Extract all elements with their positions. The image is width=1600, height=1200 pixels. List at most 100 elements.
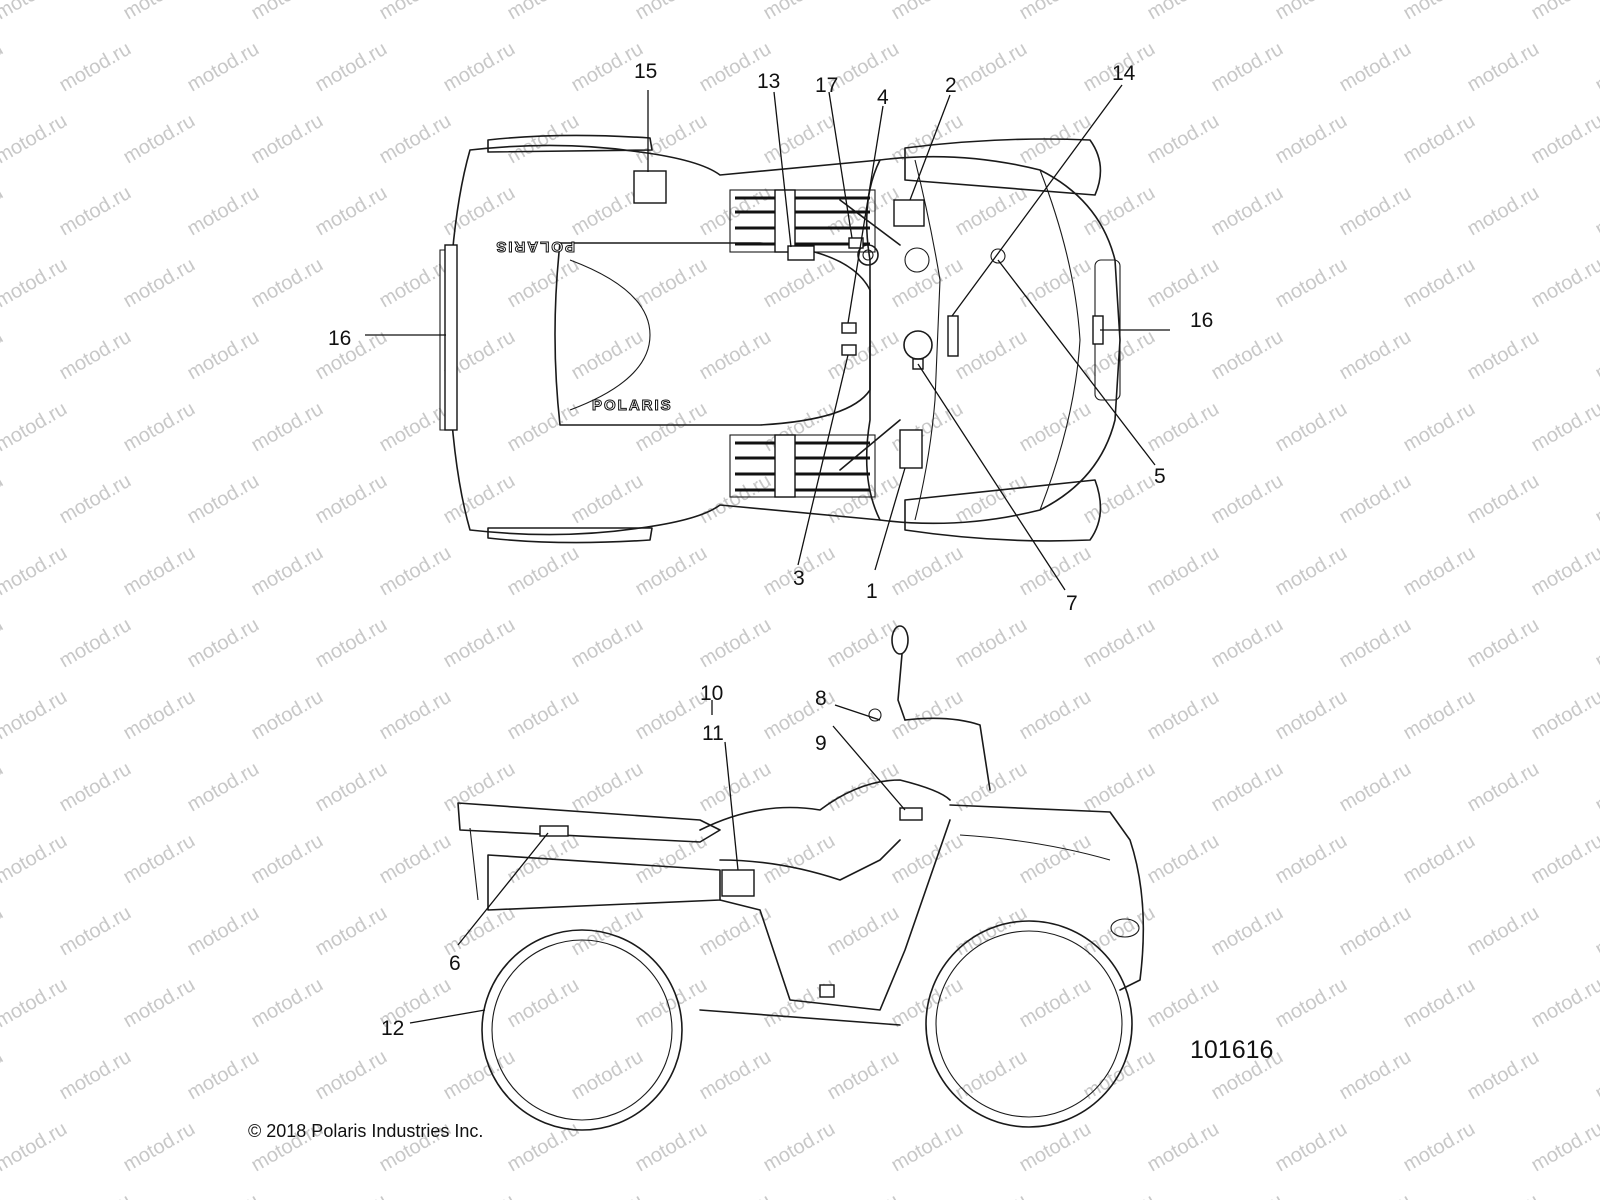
watermark-text: motod.ru <box>568 1046 647 1105</box>
watermark-text: motod.ru <box>760 110 839 169</box>
watermark-text: motod.ru <box>568 902 647 961</box>
watermark-text: motod.ru <box>184 182 263 241</box>
watermark-text: motod.ru <box>952 38 1031 97</box>
watermark-text: motod.ru <box>1336 38 1415 97</box>
watermark-text: motod.ru <box>632 542 711 601</box>
watermark-text: motod.ru <box>312 614 391 673</box>
watermark-text: motod.ru <box>1592 614 1600 673</box>
watermark-text: motod.ru <box>504 974 583 1033</box>
watermark-text: motod.ru <box>1016 974 1095 1033</box>
watermark-text: motod.ru <box>568 614 647 673</box>
watermark-text: motod.ru <box>1208 326 1287 385</box>
watermark-text: motod.ru <box>824 1190 903 1200</box>
decal-17 <box>848 237 864 249</box>
watermark-text: motod.ru <box>1144 1118 1223 1177</box>
watermark-text: motod.ru <box>184 902 263 961</box>
watermark-text: motod.ru <box>1144 110 1223 169</box>
watermark-text: motod.ru <box>376 110 455 169</box>
watermark-text: motod.ru <box>120 254 199 313</box>
watermark-text: motod.ru <box>888 254 967 313</box>
watermark-text: motod.ru <box>0 542 71 601</box>
callout-14: 14 <box>1112 62 1136 85</box>
watermark-text: motod.ru <box>440 758 519 817</box>
watermark-text: motod.ru <box>504 542 583 601</box>
decal-4 <box>841 322 857 334</box>
polaris-logo-top: POLARIS <box>494 238 575 255</box>
callout-12: 12 <box>381 1017 404 1040</box>
watermark-text: motod.ru <box>376 686 455 745</box>
watermark-text: motod.ru <box>1592 758 1600 817</box>
watermark-text: motod.ru <box>1400 398 1479 457</box>
callout-8: 8 <box>815 687 827 710</box>
watermark-text: motod.ru <box>56 326 135 385</box>
watermark-text: motod.ru <box>312 38 391 97</box>
watermark-text: motod.ru <box>568 470 647 529</box>
watermark-text: motod.ru <box>1272 398 1351 457</box>
callout-6: 6 <box>449 952 461 975</box>
watermark-text: motod.ru <box>0 686 71 745</box>
footboard-bottom <box>729 434 876 498</box>
callout-13: 13 <box>757 70 780 93</box>
watermark-text: motod.ru <box>0 110 71 169</box>
watermark-text: motod.ru <box>1272 254 1351 313</box>
callout-4: 4 <box>877 86 889 109</box>
watermark-text: motod.ru <box>952 614 1031 673</box>
watermark-text: motod.ru <box>1528 830 1600 889</box>
watermark-text: motod.ru <box>312 470 391 529</box>
watermark-text: motod.ru <box>1464 1046 1543 1105</box>
watermark-text: motod.ru <box>56 614 135 673</box>
watermark-text: motod.ru <box>1272 830 1351 889</box>
watermark-text: motod.ru <box>376 542 455 601</box>
watermark-text: motod.ru <box>1272 1118 1351 1177</box>
watermark-text: motod.ru <box>56 758 135 817</box>
watermark-text: motod.ru <box>184 470 263 529</box>
watermark-text: motod.ru <box>56 38 135 97</box>
watermark-text: motod.ru <box>1528 686 1600 745</box>
callout-15: 15 <box>634 60 657 83</box>
watermark-text: motod.ru <box>1336 1046 1415 1105</box>
callout-2: 2 <box>945 74 957 97</box>
watermark-text: motod.ru <box>1464 1190 1543 1200</box>
watermark-text: motod.ru <box>440 182 519 241</box>
watermark-text: motod.ru <box>1592 38 1600 97</box>
watermark-text: motod.ru <box>0 398 71 457</box>
watermark-text: motod.ru <box>1592 182 1600 241</box>
watermark-text: motod.ru <box>56 182 135 241</box>
watermark-text: motod.ru <box>1208 1190 1287 1200</box>
watermark-text: motod.ru <box>1080 1190 1159 1200</box>
decal-6 <box>539 825 569 837</box>
callout-5: 5 <box>1154 465 1166 488</box>
watermark-text: motod.ru <box>888 542 967 601</box>
watermark-text: motod.ru <box>1144 830 1223 889</box>
decal-14 <box>947 315 959 357</box>
watermark-text: motod.ru <box>56 902 135 961</box>
watermark-text: motod.ru <box>184 614 263 673</box>
watermark-text: motod.ru <box>184 38 263 97</box>
watermark-text: motod.ru <box>1400 686 1479 745</box>
decal-9 <box>899 807 923 821</box>
watermark-text: motod.ru <box>760 254 839 313</box>
watermark-text: motod.ru <box>248 686 327 745</box>
watermark-text: motod.ru <box>1528 542 1600 601</box>
watermark-text: motod.ru <box>1400 542 1479 601</box>
watermark-text: motod.ru <box>1400 830 1479 889</box>
watermark-text: motod.ru <box>1016 0 1095 24</box>
watermark-text: motod.ru <box>1016 542 1095 601</box>
watermark-text: motod.ru <box>696 902 775 961</box>
watermark-text: motod.ru <box>824 1046 903 1105</box>
watermark-text: motod.ru <box>888 686 967 745</box>
callout-labels: 15 13 17 4 2 14 16 16 5 7 3 1 10 11 8 9 … <box>328 60 1213 1040</box>
watermark-text: motod.ru <box>0 902 7 961</box>
watermark-text: motod.ru <box>1272 686 1351 745</box>
watermark-text: motod.ru <box>0 614 7 673</box>
watermark-text: motod.ru <box>1080 470 1159 529</box>
watermark-text: motod.ru <box>1208 758 1287 817</box>
watermark-text: motod.ru <box>696 1046 775 1105</box>
callout-10: 10 <box>700 682 723 705</box>
watermark-text: motod.ru <box>1208 38 1287 97</box>
watermark-text: motod.ru <box>120 686 199 745</box>
watermark-text: motod.ru <box>1592 1046 1600 1105</box>
watermark-text: motod.ru <box>504 1118 583 1177</box>
watermark-text: motod.ru <box>1336 1190 1415 1200</box>
watermark-text: motod.ru <box>0 326 7 385</box>
